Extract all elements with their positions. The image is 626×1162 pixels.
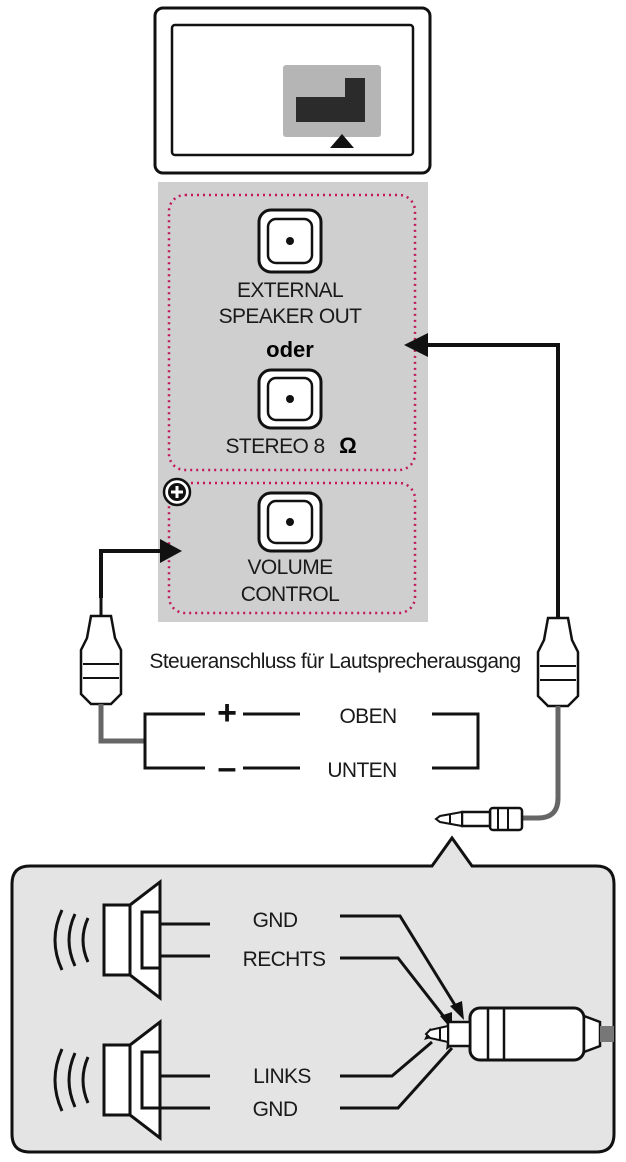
speaker-right-icon [53,878,162,1002]
up-down-bracket [143,712,480,770]
control-label: CONTROL [241,583,339,606]
ohm-symbol: Ω [339,433,357,458]
mini-jack-plug-icon [434,806,524,832]
oder-label: oder [266,337,314,362]
pointer-arrow-icon [330,134,354,148]
right-cable [404,333,580,821]
control-caption: Steueranschluss für Lautsprecherausgang [149,650,520,673]
gnd-bottom-label: GND [253,1098,298,1121]
gnd-top-label: GND [253,909,298,932]
volume-label: VOLUME [247,556,333,579]
big-jack-plug-icon [424,1006,614,1062]
links-label: LINKS [253,1065,311,1088]
stereo-jack-icon [257,368,323,430]
speaker-out-group [167,193,417,472]
left-plug-icon [79,614,123,706]
left-cable [79,539,182,744]
connector-shape-icon [296,78,365,122]
stereo-label: STEREO 8 [225,435,324,458]
plus-circle-icon [162,477,192,507]
speaker-out-label: SPEAKER OUT [219,305,363,328]
unten-label: UNTEN [327,759,396,782]
right-plug-icon [536,616,580,708]
speaker-left-icon [53,1018,162,1142]
minus-symbol: – [218,749,237,787]
volume-control-jack-icon [257,491,323,553]
external-speaker-jack-icon [257,208,323,274]
arrow-to-volume-control-icon [160,539,182,563]
oben-label: OBEN [339,705,396,728]
rechts-label: RECHTS [243,948,326,971]
device-display [153,6,432,175]
speaker-wiring-box [10,835,616,1154]
plus-symbol: + [217,694,237,732]
connector-panel: EXTERNAL SPEAKER OUT oder STEREO 8 Ω VOL… [158,182,428,622]
external-label: EXTERNAL [237,279,343,302]
arrow-to-speaker-out-icon [404,333,428,357]
